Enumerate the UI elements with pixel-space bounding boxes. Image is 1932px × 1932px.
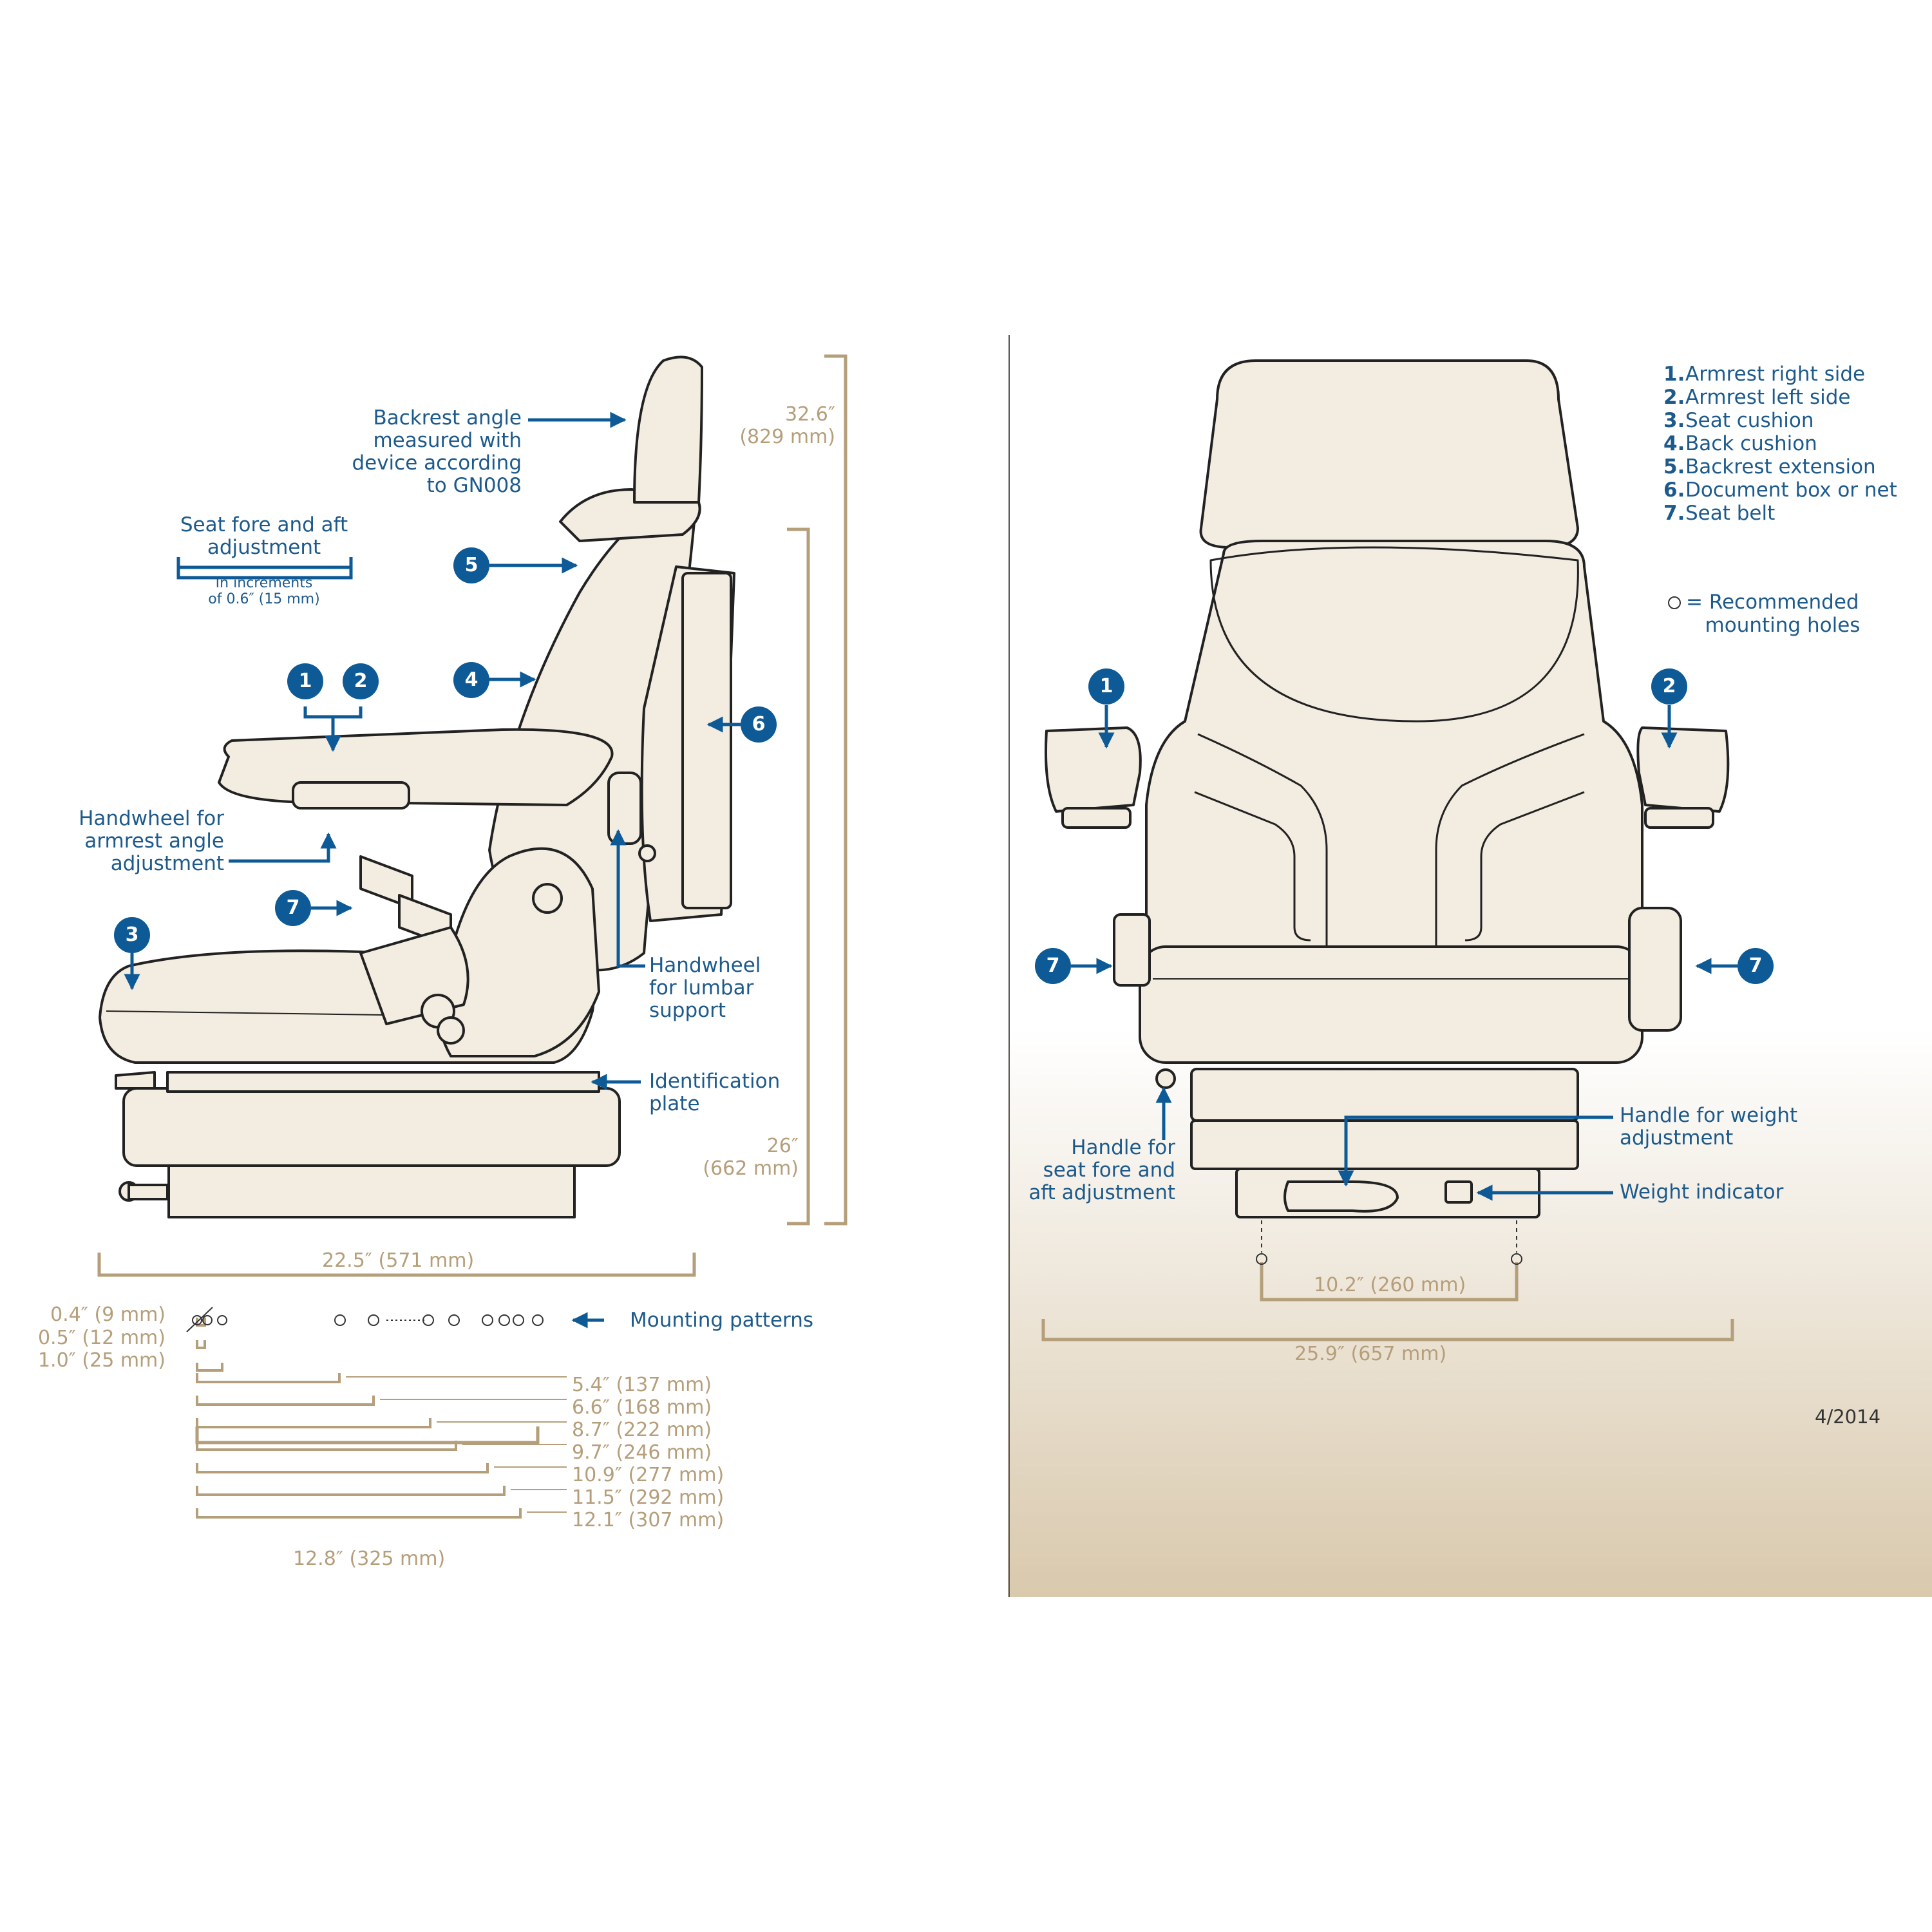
date-stamp: 4/2014 (1815, 1406, 1881, 1428)
badge-1-side: 1 (287, 663, 323, 699)
legend-item: 3.Seat cushion (1663, 409, 1814, 432)
dim-max-pattern: 12.8″ (325 mm) (293, 1548, 446, 1570)
pattern-bracket (196, 1340, 206, 1349)
badge-6-side: 6 (741, 706, 777, 743)
label-handle-fore-aft: Handle for seat fore and aft adjustment (1028, 1136, 1175, 1204)
pattern-bracket (196, 1418, 431, 1428)
badge-2-side: 2 (343, 663, 379, 699)
label-id-plate: Identification plate (649, 1070, 781, 1115)
legend-item: 1.Armrest right side (1663, 363, 1866, 386)
label-handwheel-lumbar: Handwheel for lumbar support (649, 954, 761, 1022)
dim-pattern: 5.4″ (137 mm) (572, 1374, 712, 1396)
label-mounting-patterns: Mounting patterns (630, 1309, 814, 1332)
pattern-brackets (196, 1318, 567, 1519)
pattern-bracket (196, 1508, 522, 1519)
badge-4-side: 4 (453, 662, 489, 698)
label-handle-weight: Handle for weight adjustment (1620, 1104, 1798, 1150)
dim-pattern: 11.5″ (292 mm) (572, 1486, 724, 1509)
dim-pattern: 10.9″ (277 mm) (572, 1464, 724, 1486)
front-view-seat (1045, 359, 1730, 1218)
dim-pattern: 6.6″ (168 mm) (572, 1396, 712, 1419)
label-fore-aft-increment: In increments of 0.6″ (15 mm) (208, 575, 320, 607)
dimension-lines (97, 354, 1734, 1444)
label-fore-aft: Seat fore and aft adjustment (180, 513, 348, 559)
badge-1-front: 1 (1088, 668, 1124, 705)
label-weight-indicator: Weight indicator (1620, 1180, 1784, 1204)
pattern-bracket (196, 1441, 457, 1451)
badge-3-side: 3 (114, 917, 150, 953)
dim-small-pattern: 1.0″ (25 mm) (37, 1349, 166, 1372)
leader-lines (124, 412, 1738, 1329)
dim-side-width: 22.5″ (571 mm) (322, 1249, 475, 1272)
side-view-seat (99, 355, 735, 1218)
dim-total-height: 32.6″ (829 mm) (739, 403, 835, 448)
badge-2-front: 2 (1651, 668, 1687, 705)
legend-item: 6.Document box or net (1663, 478, 1897, 502)
pattern-bracket (196, 1373, 341, 1383)
badge-5-side: 5 (453, 547, 489, 583)
legend-item: 5.Backrest extension (1663, 455, 1876, 478)
legend-item: 7.Seat belt (1663, 502, 1776, 525)
pattern-bracket (196, 1396, 375, 1406)
label-mounting-holes: = Recommended mounting holes (1686, 591, 1861, 637)
legend: 1.Armrest right side 2.Armrest left side… (1663, 363, 1897, 525)
pattern-bracket (196, 1463, 489, 1473)
dim-small-pattern: 0.4″ (9 mm) (50, 1303, 166, 1326)
dim-pattern: 8.7″ (222 mm) (572, 1419, 712, 1441)
badge-7-front-left: 7 (1035, 948, 1071, 984)
label-handwheel-armrest: Handwheel for armrest angle adjustment (79, 807, 224, 875)
badge-7-side: 7 (275, 890, 311, 926)
badge-7-front-right: 7 (1738, 948, 1774, 984)
legend-item: 4.Back cushion (1663, 432, 1817, 455)
pattern-bracket (196, 1363, 223, 1372)
dim-height-26: 26″ (662 mm) (703, 1135, 799, 1180)
dim-pattern: 9.7″ (246 mm) (572, 1441, 712, 1464)
label-backrest-angle: Backrest angle measured with device acco… (352, 406, 522, 497)
dim-front-holes: 10.2″ (260 mm) (1314, 1274, 1466, 1296)
dim-pattern: 12.1″ (307 mm) (572, 1509, 724, 1531)
legend-item: 2.Armrest left side (1663, 386, 1851, 409)
dim-front-width: 25.9″ (657 mm) (1294, 1343, 1447, 1365)
mounting-pattern-glyphs (186, 596, 1681, 1332)
dim-small-pattern: 0.5″ (12 mm) (37, 1327, 166, 1349)
pattern-bracket (196, 1486, 506, 1496)
